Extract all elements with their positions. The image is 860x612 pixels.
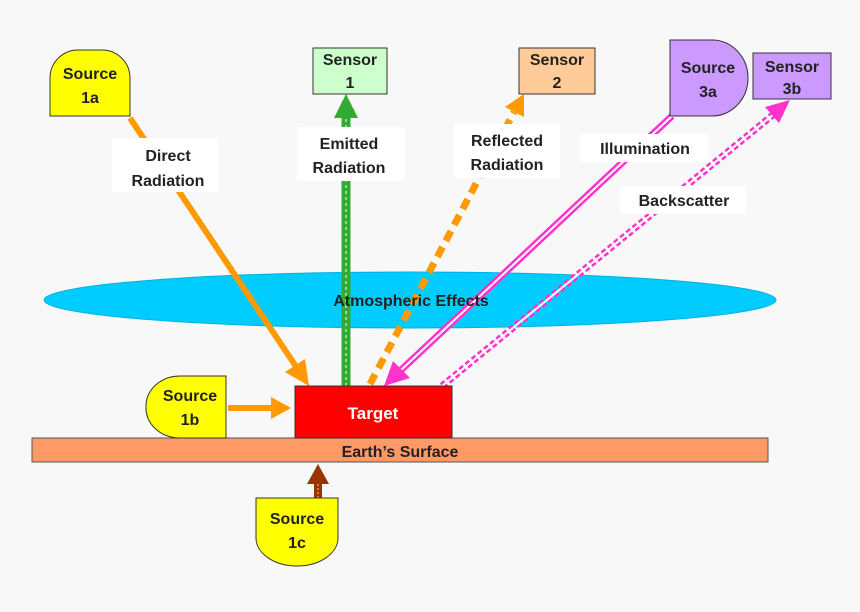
earth-surface-bar: [31, 437, 769, 463]
sensor-3b-line2: 3b: [783, 81, 802, 98]
sensor-3b-line1: Sensor: [765, 59, 819, 76]
emitted-radiation-line1: Emitted: [320, 136, 379, 153]
backscatter-text: Backscatter: [639, 193, 730, 210]
source-1b-line1: Source: [163, 388, 217, 405]
target-box: [294, 385, 453, 439]
direct-radiation-line1: Direct: [145, 148, 191, 165]
backscatter-label: Backscatter: [620, 186, 746, 214]
reflected-radiation-line2: Radiation: [471, 157, 544, 174]
source-1b-arrow: [228, 397, 291, 419]
reflected-radiation-line1: Reflected: [471, 133, 543, 150]
source-1a: Source 1a: [49, 49, 131, 117]
source-1c-arrow: [307, 464, 329, 498]
source-1b-line2: 1b: [181, 412, 200, 429]
direct-radiation-line2: Radiation: [132, 173, 205, 190]
source-1a-line1: Source: [63, 66, 117, 83]
reflected-radiation-label: Reflected Radiation: [454, 124, 560, 178]
atmosphere-label: Atmospheric Effects: [333, 293, 489, 310]
source-3a-line2: 3a: [699, 84, 717, 101]
sensor-1: Sensor 1: [312, 47, 388, 95]
sensor-2-line1: Sensor: [530, 52, 584, 69]
emitted-radiation-line2: Radiation: [313, 160, 386, 177]
source-1c-line2: 1c: [288, 535, 306, 552]
sensor-1-line2: 1: [346, 75, 355, 92]
source-1a-line2: 1a: [81, 90, 99, 107]
illumination-text: Illumination: [600, 141, 690, 158]
source-3a: Source 3a: [669, 39, 749, 117]
backscatter-arrow: [439, 100, 790, 389]
sensor-2: Sensor 2: [518, 47, 596, 95]
emitted-radiation-label: Emitted Radiation: [297, 127, 405, 181]
source-3a-line1: Source: [681, 60, 735, 77]
direct-radiation-label: Direct Radiation: [112, 138, 218, 192]
atmosphere-ellipse: [43, 271, 777, 329]
illumination-label: Illumination: [580, 134, 708, 162]
earth-surface-label: Earth’s Surface: [342, 444, 459, 461]
target-label: Target: [348, 404, 399, 423]
source-1c-line1: Source: [270, 511, 324, 528]
source-1b: Source 1b: [145, 375, 227, 439]
sensor-1-line1: Sensor: [323, 52, 377, 69]
sensor-3b: Sensor 3b: [752, 52, 832, 100]
source-1c: Source 1c: [255, 497, 339, 567]
sensor-2-line2: 2: [553, 75, 562, 92]
